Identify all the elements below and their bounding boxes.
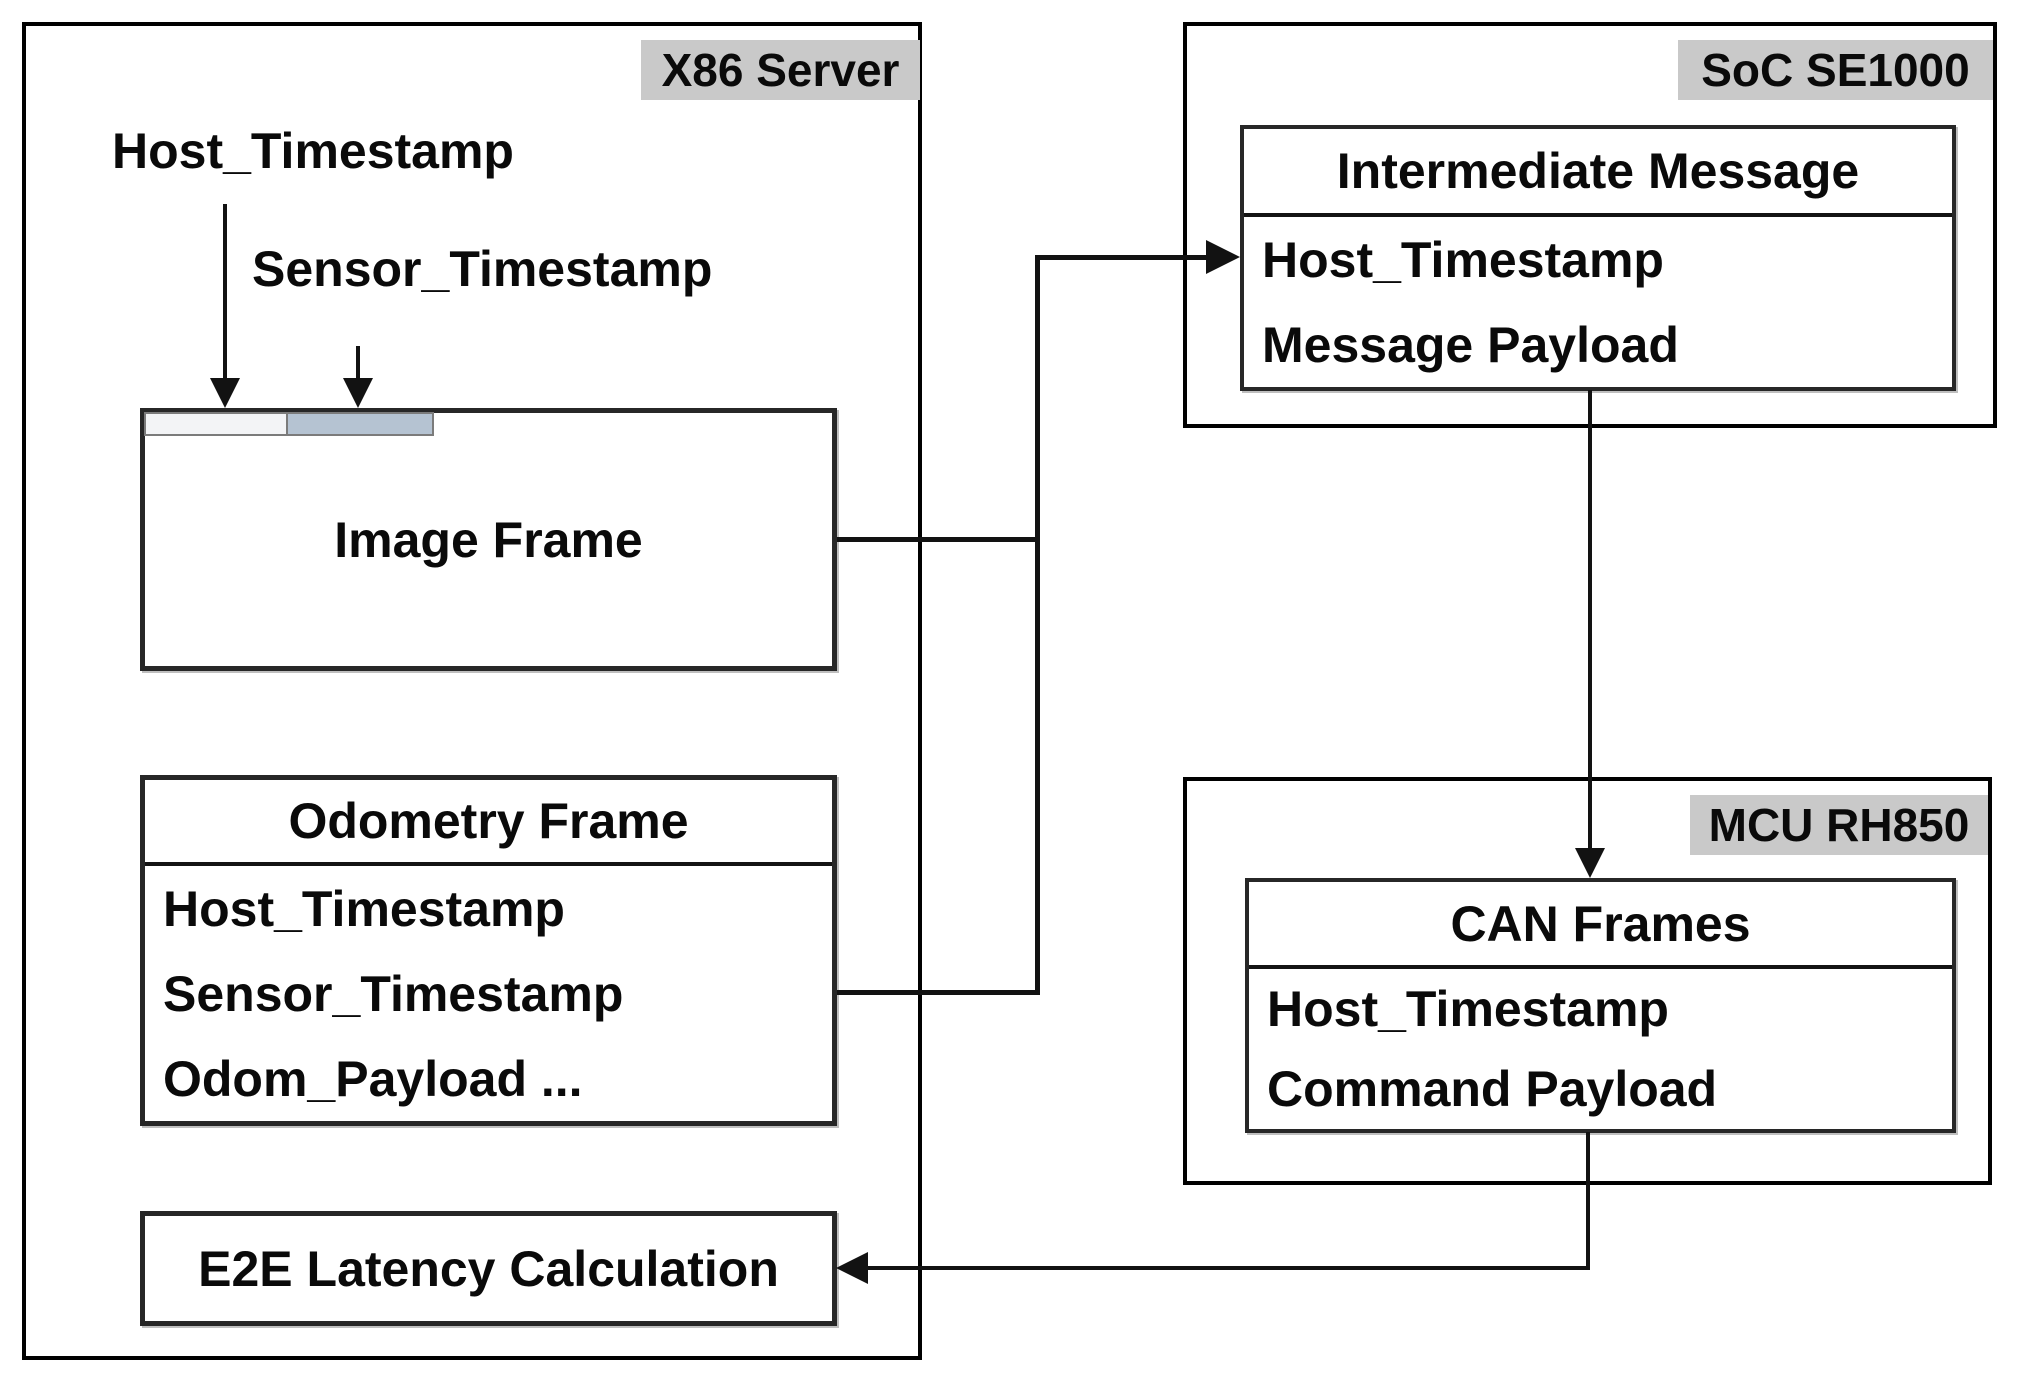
odometry-frame-title: Odometry Frame [145, 780, 832, 866]
sensor-timestamp-annotation: Sensor_Timestamp [252, 241, 713, 297]
e2e-latency-node: E2E Latency Calculation [140, 1211, 837, 1326]
can-row-command-payload: Command Payload [1267, 1061, 1718, 1117]
connector-can-bottom-vertical [1586, 1132, 1590, 1270]
intermediate-message-arrow-head [1206, 240, 1240, 274]
connector-image-frame-horizontal [837, 537, 1038, 542]
host-timestamp-annotation: Host_Timestamp [112, 123, 514, 179]
odometry-row-sensor-timestamp: Sensor_Timestamp [163, 965, 624, 1022]
sensor-timestamp-arrow-line [356, 346, 360, 380]
intermediate-row-message-payload: Message Payload [1262, 316, 1679, 373]
connector-odometry-horizontal [837, 990, 1038, 995]
odometry-row-host-timestamp: Host_Timestamp [163, 880, 565, 937]
e2e-latency-title: E2E Latency Calculation [198, 1240, 779, 1297]
host-timestamp-arrow-line [223, 204, 227, 380]
e2e-latency-arrow-head [836, 1252, 868, 1284]
connector-intermediate-to-can-vertical [1588, 390, 1592, 850]
intermediate-message-title: Intermediate Message [1244, 129, 1952, 217]
image-frame-node: Image Frame [140, 408, 837, 671]
odometry-row-odom-payload: Odom_Payload ... [163, 1050, 583, 1107]
host-timestamp-strip [144, 412, 288, 436]
can-frames-arrow-head [1575, 848, 1605, 878]
can-frames-node: CAN Frames Host_Timestamp Command Payloa… [1245, 878, 1956, 1133]
can-frames-title: CAN Frames [1249, 882, 1952, 969]
intermediate-message-node: Intermediate Message Host_Timestamp Mess… [1240, 125, 1956, 391]
sensor-timestamp-strip [286, 412, 434, 436]
connector-to-intermediate-horizontal [1035, 255, 1208, 260]
connector-channel-vertical [1035, 255, 1040, 995]
image-frame-title: Image Frame [334, 511, 643, 568]
region-x86-server [22, 22, 922, 1360]
region-label-soc-se1000: SoC SE1000 [1678, 40, 1993, 100]
region-label-x86-server: X86 Server [641, 40, 920, 100]
host-timestamp-arrow-head [210, 378, 240, 408]
odometry-frame-node: Odometry Frame Host_Timestamp Sensor_Tim… [140, 775, 837, 1126]
intermediate-row-host-timestamp: Host_Timestamp [1262, 231, 1664, 288]
can-row-host-timestamp: Host_Timestamp [1267, 981, 1669, 1037]
connector-to-e2e-horizontal [866, 1266, 1590, 1270]
region-label-mcu-rh850: MCU RH850 [1690, 795, 1988, 855]
sensor-timestamp-arrow-head [343, 378, 373, 408]
